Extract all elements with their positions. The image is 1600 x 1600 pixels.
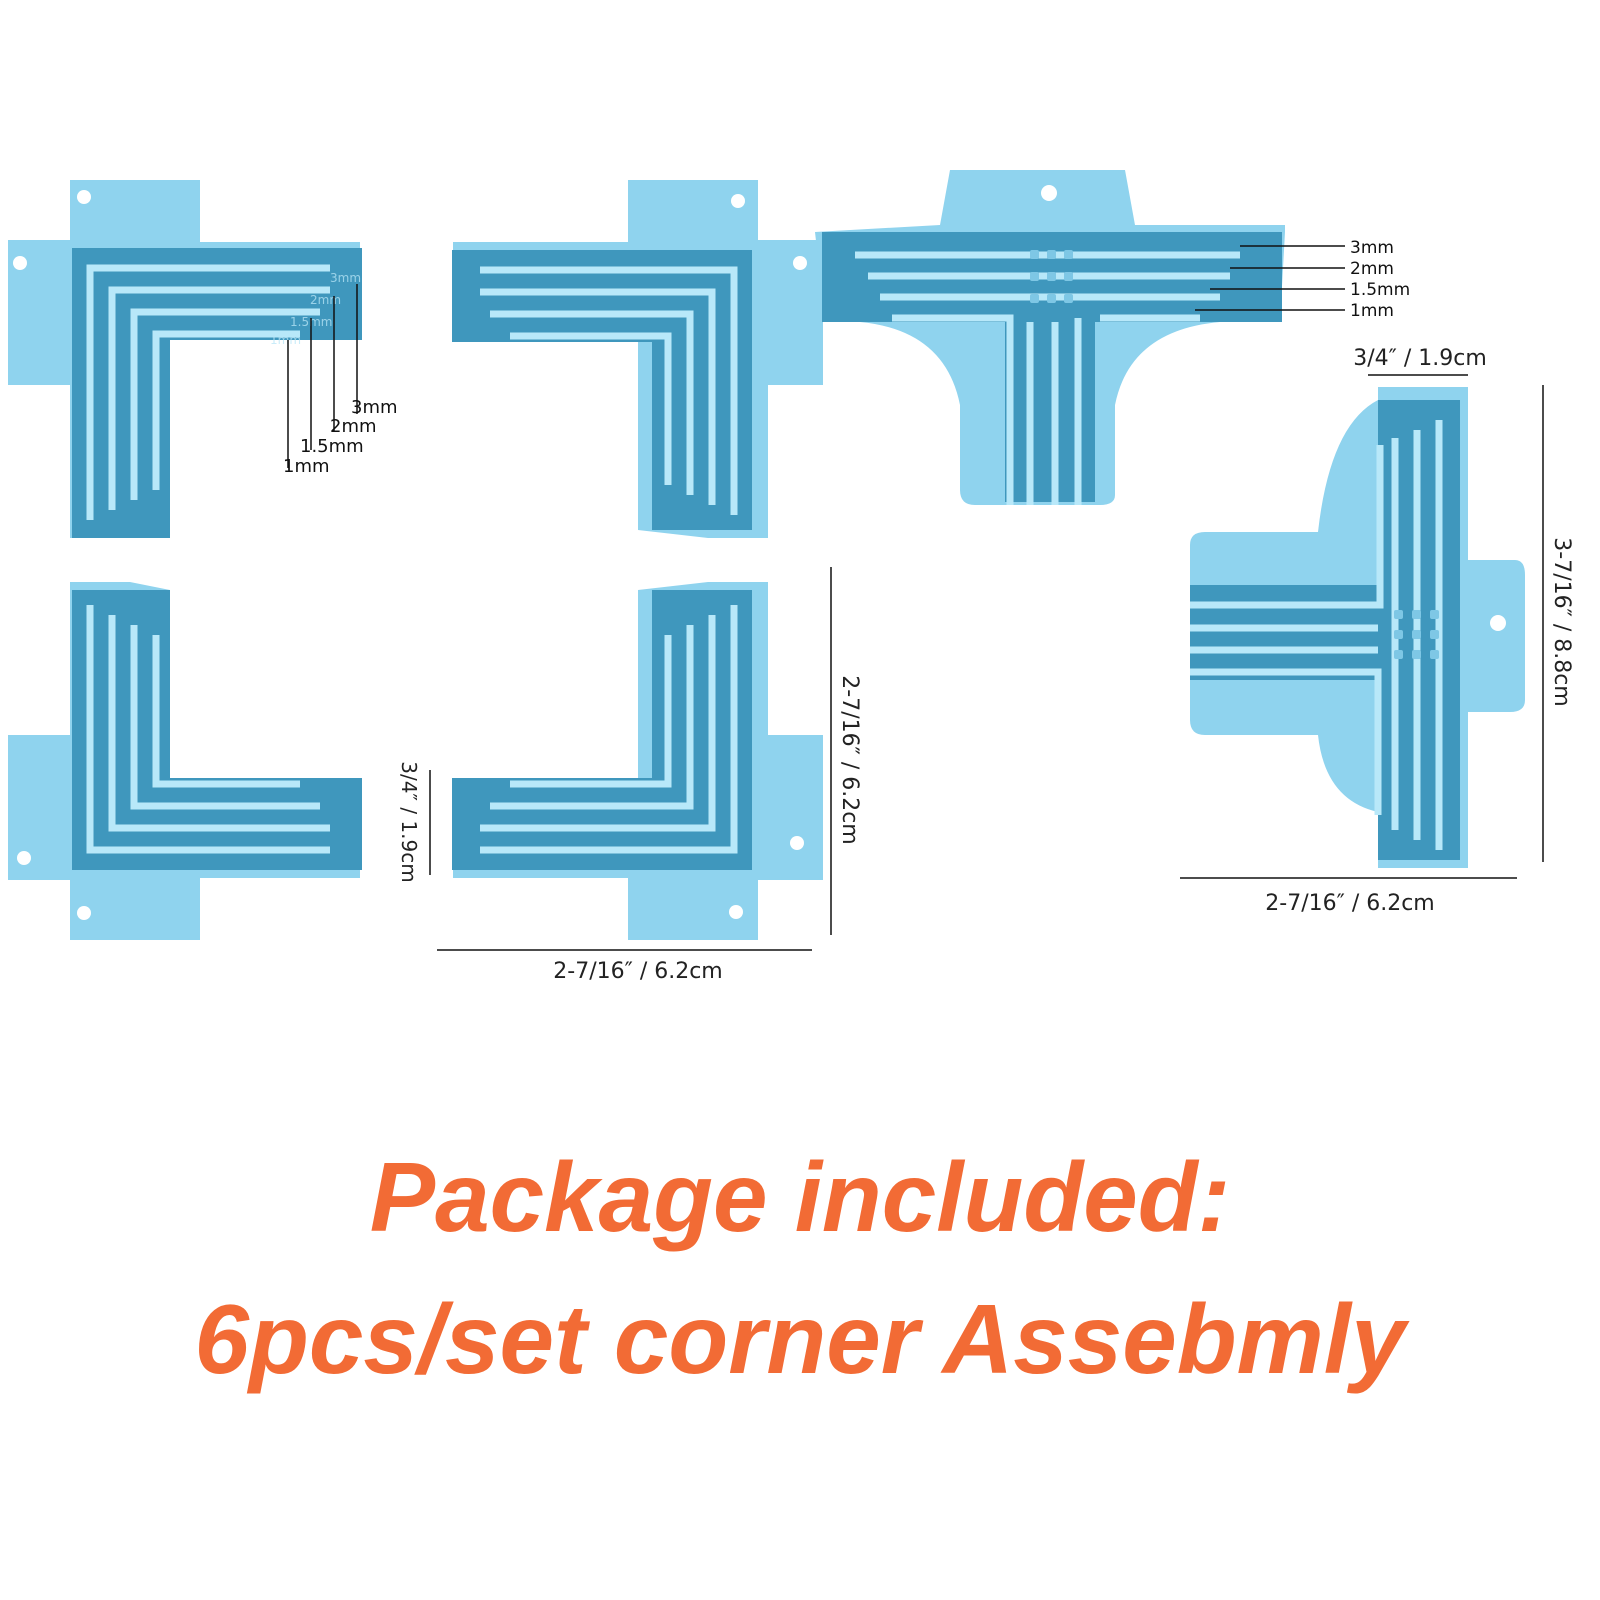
svg-text:3mm: 3mm	[330, 271, 361, 285]
corner-height-label: 2-7/16″ / 6.2cm	[837, 675, 862, 844]
corner-depth-label: 3/4″ / 1.9cm	[397, 761, 421, 882]
corner-piece-bottom-left	[8, 582, 362, 940]
corner-piece-top-right	[452, 180, 823, 538]
corner-piece-top-left: 3mm 2mm 1.5mm 1mm	[8, 180, 362, 538]
groove-label-2mm-tee: 2mm	[1350, 259, 1394, 279]
corner-dimension-lines	[429, 567, 832, 951]
svg-text:2mm: 2mm	[310, 293, 341, 307]
tee-length-label: 3-7/16″ / 8.8cm	[1549, 537, 1574, 706]
tee-depth-label: 3/4″ / 1.9cm	[1353, 346, 1487, 371]
svg-text:1mm: 1mm	[270, 333, 301, 347]
package-caption-line-1: Package included:	[369, 1142, 1231, 1252]
tee-dimension-lines	[1180, 374, 1544, 879]
groove-leaders-tee	[1195, 245, 1345, 311]
groove-leaders-top-left	[287, 284, 358, 468]
corner-width-label: 2-7/16″ / 6.2cm	[553, 959, 722, 984]
groove-label-3mm-left: 3mm	[351, 397, 398, 418]
groove-label-1.5mm-tee: 1.5mm	[1350, 280, 1410, 300]
groove-label-2mm-left: 2mm	[330, 416, 377, 437]
tee-width-label: 2-7/16″ / 6.2cm	[1265, 891, 1434, 916]
groove-label-1.5mm-left: 1.5mm	[300, 436, 364, 457]
package-caption-line-2: 6pcs/set corner Assebmly	[194, 1284, 1406, 1394]
product-figure: 3mm 2mm 1.5mm 1mm 3mm 2mm 1.5mm 1mm	[8, 170, 1574, 984]
groove-label-1mm-left: 1mm	[283, 456, 330, 477]
tee-piece-horizontal	[815, 170, 1285, 505]
groove-label-1mm-tee: 1mm	[1350, 301, 1394, 321]
corner-piece-bottom-right	[452, 582, 823, 940]
groove-label-3mm-tee: 3mm	[1350, 238, 1394, 258]
tee-piece-vertical	[1190, 387, 1525, 868]
